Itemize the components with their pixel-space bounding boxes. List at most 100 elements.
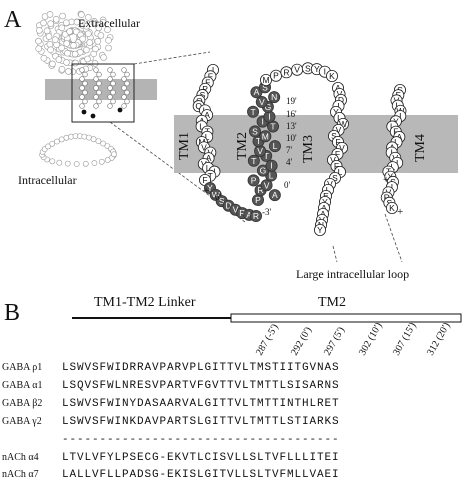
pos-13: 13' (286, 121, 297, 131)
overview-intracellular-loop (39, 133, 117, 167)
svg-text:A: A (335, 83, 341, 93)
svg-text:L: L (269, 171, 274, 181)
svg-text:R: R (239, 208, 245, 218)
helix-bead (121, 85, 127, 91)
extracellular-label: Extracellular (78, 16, 140, 30)
helix-bead (121, 76, 127, 82)
svg-text:A: A (321, 203, 327, 213)
svg-text:L: L (273, 141, 278, 151)
loop-bead (49, 158, 56, 165)
blob-bead (58, 24, 66, 32)
blob-bead (78, 11, 85, 18)
svg-text:S: S (262, 82, 268, 92)
charge-plus-tm1: + (203, 185, 209, 197)
helix-bead (107, 67, 113, 73)
blob-bead (35, 27, 43, 34)
helix-bead-dark (90, 113, 96, 119)
svg-text:P: P (202, 84, 208, 94)
loop-bead (56, 159, 63, 166)
tm2-res-1: A (268, 189, 281, 202)
helix-bead (96, 80, 102, 87)
helix-bead (93, 94, 99, 100)
top-res-2: R (280, 66, 293, 79)
pos-10: 10' (286, 133, 297, 143)
svg-text:S: S (332, 173, 338, 183)
loop-bead (49, 140, 56, 147)
tm2-res-21: N (268, 91, 281, 104)
svg-text:S: S (331, 131, 337, 141)
tm2-region-label: TM2 (318, 295, 346, 310)
tm2-res-3: V (260, 179, 273, 192)
svg-text:V: V (336, 125, 342, 135)
position-label-0: 287 (-5') (254, 322, 281, 357)
blob-bead (72, 59, 79, 67)
svg-text:A: A (206, 153, 212, 163)
svg-text:F: F (334, 161, 339, 171)
svg-text:I: I (396, 158, 398, 168)
loop-bead (104, 157, 111, 163)
helix-bead (124, 71, 130, 78)
svg-text:F: F (393, 127, 398, 137)
blob-bead (35, 45, 43, 53)
blob-bead (40, 54, 48, 62)
extracellular-domain (35, 10, 114, 75)
svg-text:V: V (339, 143, 345, 153)
row-name-0: GABA ρ1 (2, 362, 42, 373)
helix-bead-dark (81, 109, 87, 115)
helix-bead (121, 103, 127, 109)
tm2-res-17: I (263, 110, 276, 123)
tm2-res-0: P (251, 193, 264, 206)
svg-text:L: L (326, 185, 331, 195)
residue-positions: 287 (-5')292 (0')297 (5')302 (10')307 (1… (254, 321, 453, 358)
helix-bead-dark (117, 107, 123, 113)
svg-text:I: I (324, 67, 326, 77)
svg-text:L: L (206, 163, 211, 173)
svg-text:P: P (251, 175, 257, 185)
helix-bead (79, 85, 85, 91)
svg-text:T: T (264, 151, 269, 161)
loop-bead (64, 160, 71, 167)
blob-bead (70, 42, 77, 49)
helix-bead (82, 98, 88, 105)
top-res-4: S (301, 62, 314, 75)
blob-bead (85, 14, 92, 21)
loop-bead (91, 160, 98, 166)
svg-text:Y: Y (317, 225, 323, 235)
position-label-5: 312 (20') (425, 321, 453, 358)
row-seq-4: ------------------------------------- (62, 434, 340, 446)
tm1-residues: IFFPSQQLAALTLMVVAVLITF (192, 64, 221, 186)
helix-bead (79, 76, 85, 82)
position-label-1: 292 (0') (289, 325, 314, 357)
blob-bead (40, 19, 47, 27)
svg-text:T: T (208, 171, 213, 181)
svg-text:A: A (254, 87, 260, 97)
svg-text:N: N (271, 92, 277, 102)
top-res-3: V (291, 63, 304, 76)
svg-text:I: I (261, 117, 263, 127)
loop-bead (54, 138, 60, 145)
tm2-res-10: V (254, 144, 267, 157)
svg-text:E: E (323, 191, 329, 201)
row-seq-5: LTVLVFYLPSECG-EKVTLCISVLLSLTVFLLLITEI (62, 452, 340, 464)
svg-text:S: S (305, 63, 311, 73)
helix-bead (96, 98, 102, 105)
loop-leader-left (332, 245, 338, 263)
blob-bead (90, 19, 98, 27)
blob-bead (59, 12, 66, 20)
row-seq-3: LSWVSFWINKDAVPARTSLGITTVLTMTTLSTIARKS (62, 416, 340, 428)
panel-b-letter: B (4, 300, 20, 326)
intracellular-label: Intracellular (18, 173, 77, 187)
tm2-bar (230, 313, 462, 323)
top-res-0: M (259, 74, 272, 87)
blob-bead (52, 15, 60, 23)
charge-plus-tm4-b: + (397, 206, 403, 218)
svg-text:V: V (264, 180, 270, 190)
loop-bead (90, 136, 97, 143)
position-label-4: 307 (15') (391, 321, 419, 358)
svg-text:L: L (390, 122, 395, 132)
svg-text:I: I (268, 112, 270, 122)
svg-text:A: A (320, 209, 326, 219)
svg-text:T: T (256, 136, 261, 146)
